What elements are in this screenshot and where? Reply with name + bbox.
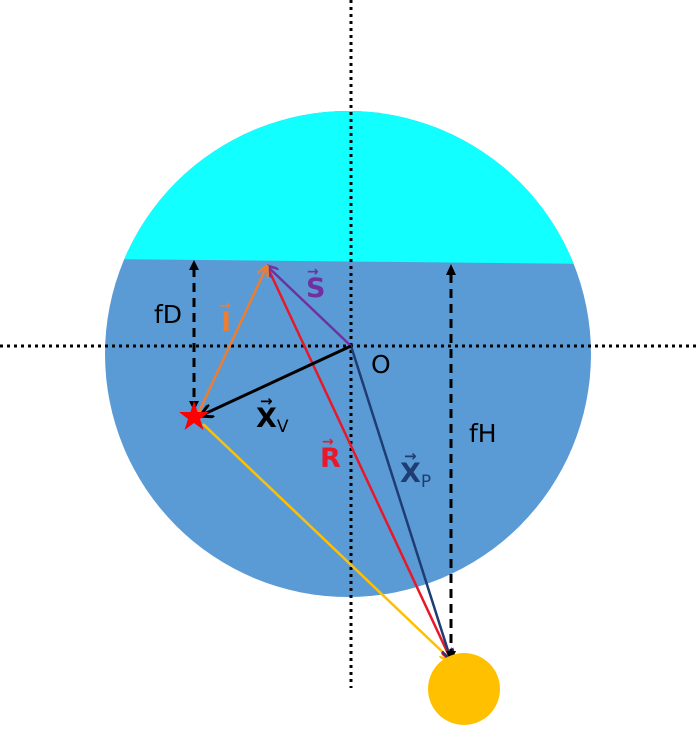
S-label: S	[306, 273, 325, 304]
origin-label: O	[371, 350, 391, 379]
Xp-sub: P	[421, 472, 431, 492]
S-arrow-mark: →	[307, 264, 319, 280]
vector-Xp	[349, 345, 451, 660]
Xv-sub: V	[277, 417, 289, 437]
fH-label: fH	[469, 419, 497, 448]
fD-arrow-top	[189, 260, 199, 270]
star-to-sun-line	[202, 423, 451, 660]
R-arrow-mark: →	[322, 434, 334, 450]
Xv-arrow-mark: →	[260, 392, 273, 410]
I-arrow-mark: →	[219, 298, 231, 314]
vector-R	[265, 265, 451, 660]
Xv-label: XV	[256, 403, 289, 437]
R-label: R	[320, 443, 341, 474]
sun-circle	[428, 653, 500, 725]
fD-label: fD	[154, 300, 182, 329]
vector-S	[267, 266, 352, 347]
Xp-main: X	[400, 458, 421, 489]
Xp-arrow-mark: →	[404, 447, 417, 465]
Xp-label: XP	[400, 458, 431, 492]
I-label: I	[221, 307, 231, 338]
vector-I	[195, 266, 267, 417]
vector-Xv	[200, 344, 352, 416]
Xv-main: X	[256, 403, 277, 434]
star-icon	[179, 401, 209, 430]
fH-arrow-top	[446, 264, 456, 275]
